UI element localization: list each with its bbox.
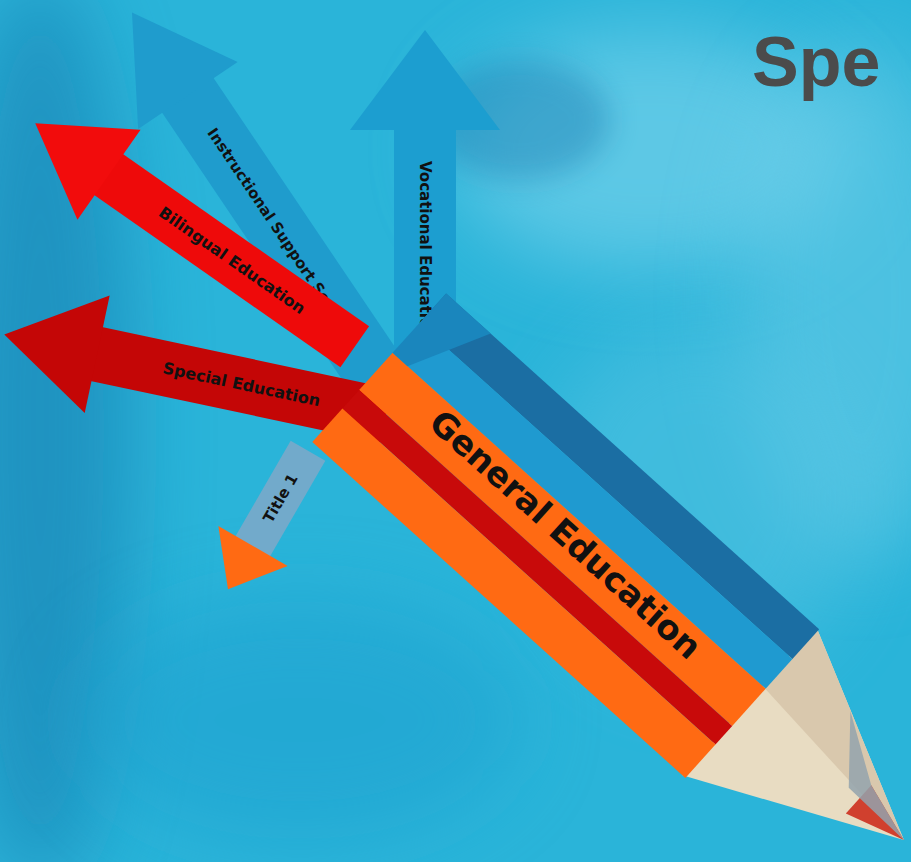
pencil-end-facet [393, 293, 491, 393]
arrow-head [82, 0, 237, 129]
arrow-head [193, 526, 287, 609]
pencil-stripe [359, 353, 766, 726]
node-label: Title 1 [260, 471, 301, 526]
arrow-shaft [235, 441, 325, 557]
node-label: Special Education [161, 360, 321, 411]
title-text: Spe [752, 22, 880, 102]
pencil-tip-shade [810, 711, 911, 840]
arrow-head [350, 30, 500, 130]
arrow-head [4, 78, 141, 220]
mid-wash [80, 600, 520, 840]
pencil-lead [846, 785, 911, 854]
arrow-head [0, 276, 110, 413]
pencil-stripe [342, 390, 732, 744]
